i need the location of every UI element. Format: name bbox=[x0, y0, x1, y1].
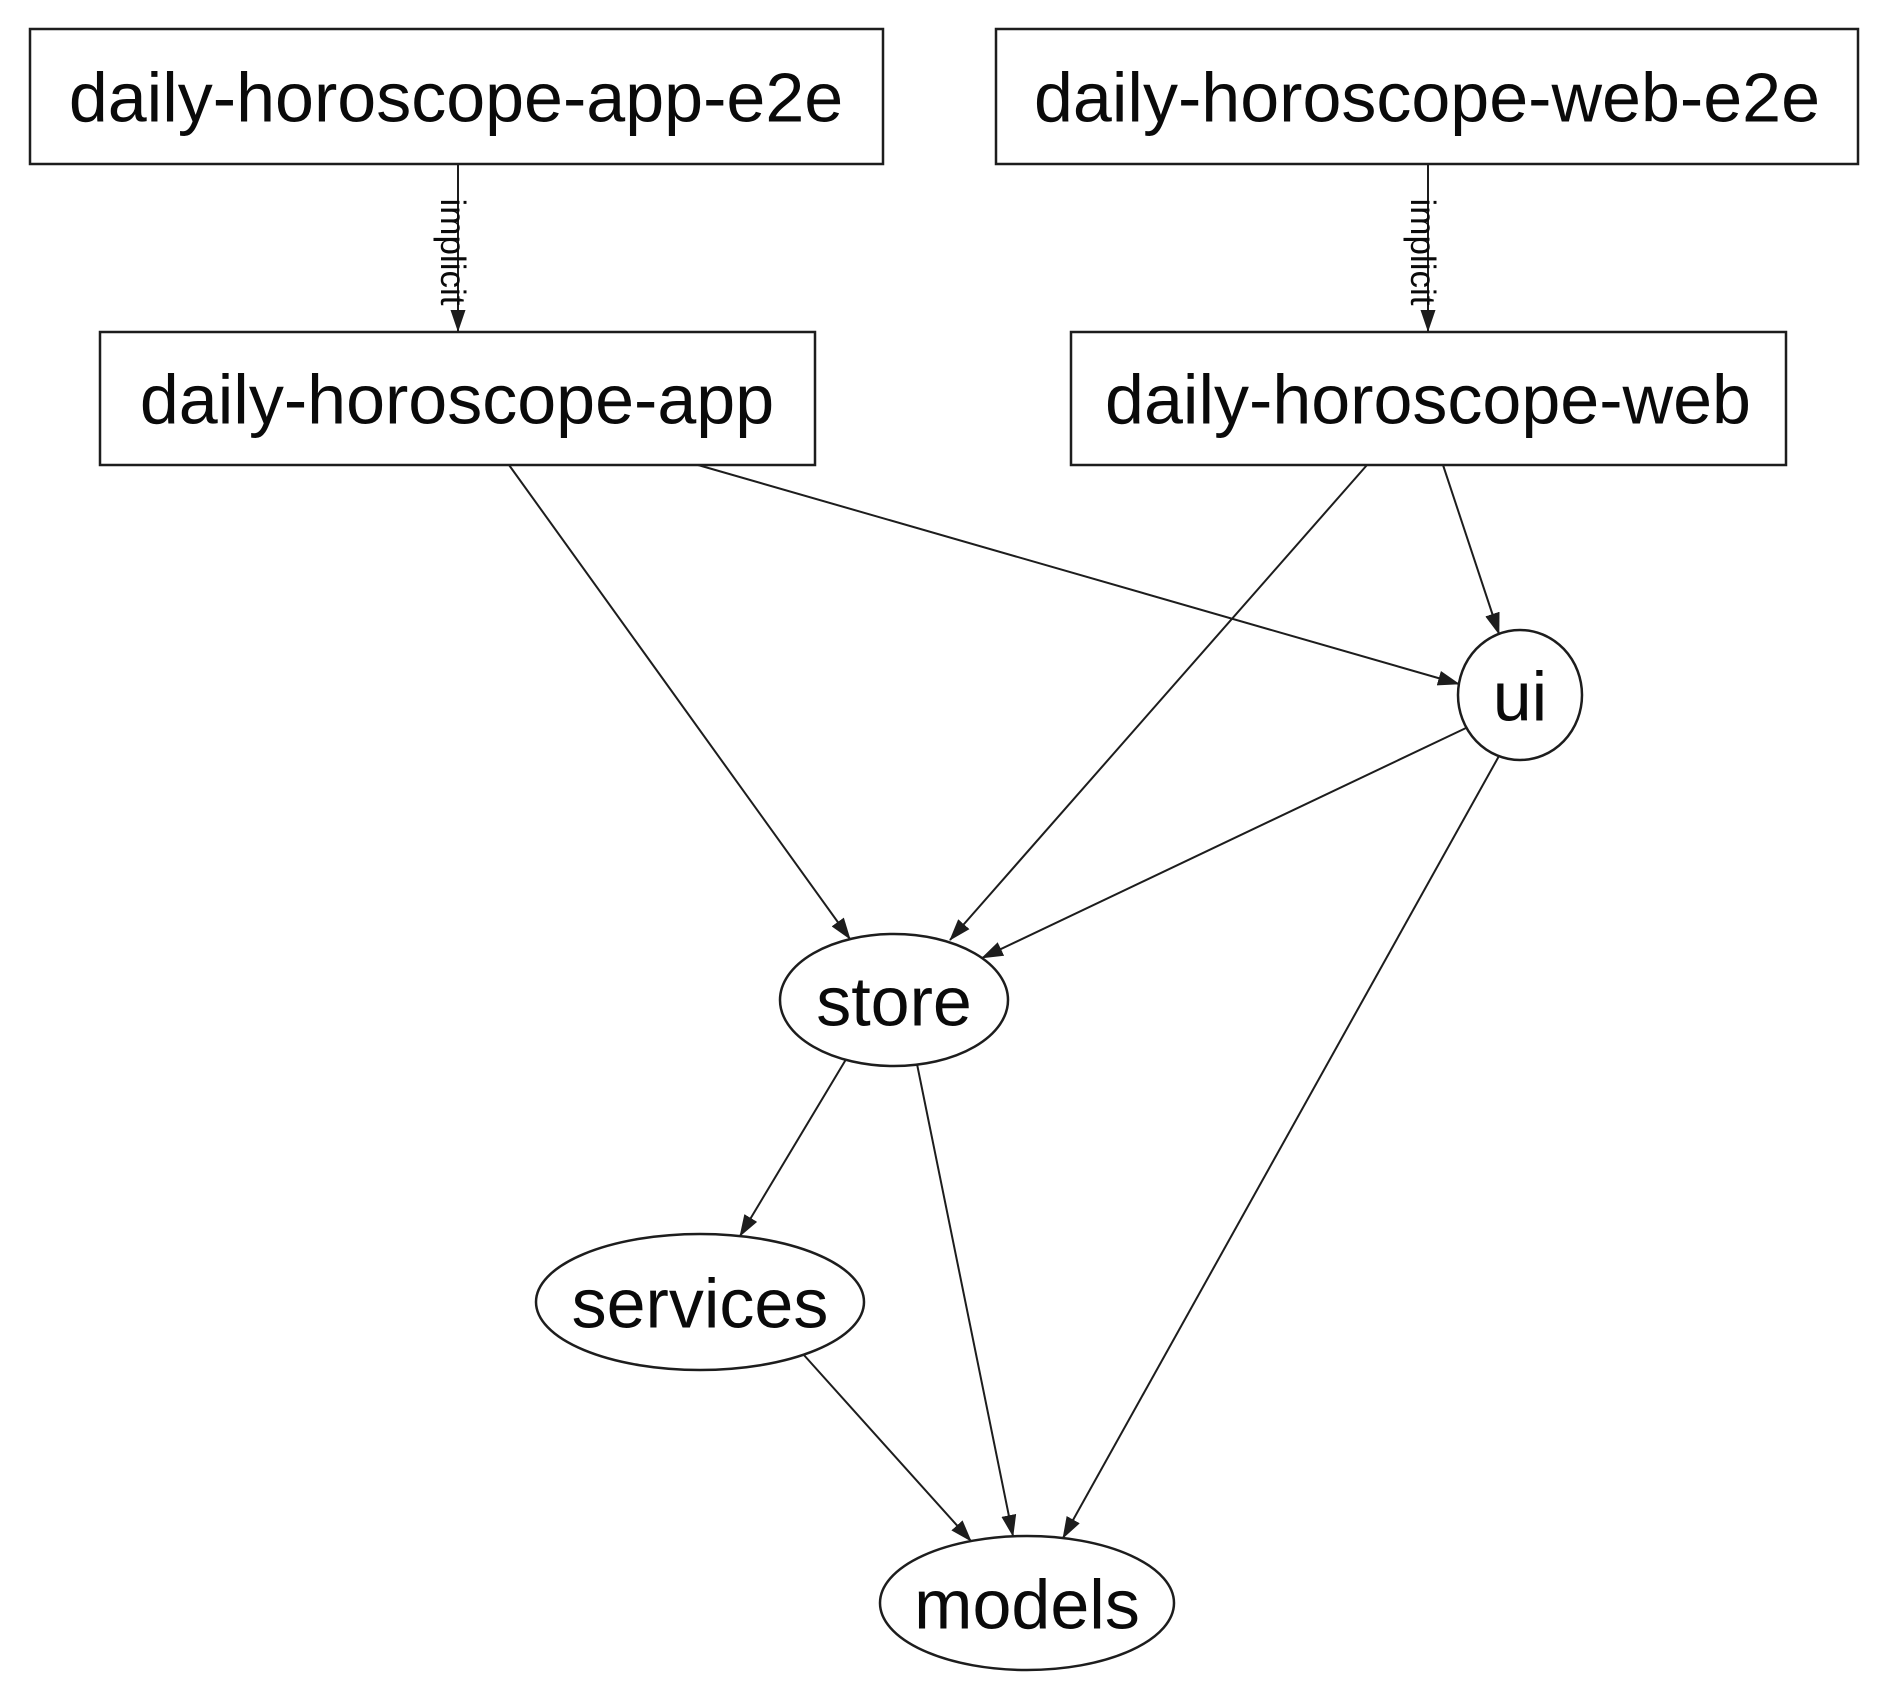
node-label-daily-horoscope-web-e2e: daily-horoscope-web-e2e bbox=[1034, 59, 1820, 137]
node-label-ui: ui bbox=[1493, 658, 1547, 736]
node-label-daily-horoscope-app: daily-horoscope-app bbox=[140, 361, 774, 439]
edge-ui-to-store bbox=[981, 727, 1467, 959]
node-label-models: models bbox=[914, 1566, 1140, 1644]
edge-web-to-ui bbox=[1442, 464, 1500, 635]
edge-app-to-ui bbox=[697, 464, 1460, 686]
edge-label-implicit-app: implicit bbox=[433, 199, 472, 306]
node-ui bbox=[1456, 628, 1584, 762]
edge-services-to-models bbox=[802, 1353, 972, 1542]
edge-store-to-services bbox=[739, 1055, 849, 1237]
edge-ui-to-models bbox=[1062, 755, 1500, 1539]
node-label-daily-horoscope-web: daily-horoscope-web bbox=[1105, 361, 1751, 439]
node-daily-horoscope-web-e2e bbox=[994, 27, 1860, 166]
node-services bbox=[534, 1232, 866, 1372]
node-store bbox=[778, 932, 1010, 1068]
node-label-store: store bbox=[816, 963, 972, 1041]
edge-store-to-models bbox=[916, 1063, 1017, 1537]
edge-label-implicit-web: implicit bbox=[1403, 199, 1442, 306]
node-daily-horoscope-app bbox=[98, 330, 817, 467]
node-daily-horoscope-web bbox=[1069, 330, 1788, 467]
node-daily-horoscope-app-e2e bbox=[28, 27, 885, 166]
node-label-services: services bbox=[572, 1265, 829, 1343]
node-label-daily-horoscope-app-e2e: daily-horoscope-app-e2e bbox=[69, 59, 843, 137]
node-models bbox=[878, 1534, 1176, 1672]
nodes-layer: daily-horoscope-app-e2e daily-horoscope-… bbox=[28, 27, 1860, 1672]
edge-web-to-store bbox=[949, 464, 1368, 941]
edge-app-to-store bbox=[508, 464, 851, 940]
edges-layer: implicit implicit bbox=[433, 164, 1500, 1542]
